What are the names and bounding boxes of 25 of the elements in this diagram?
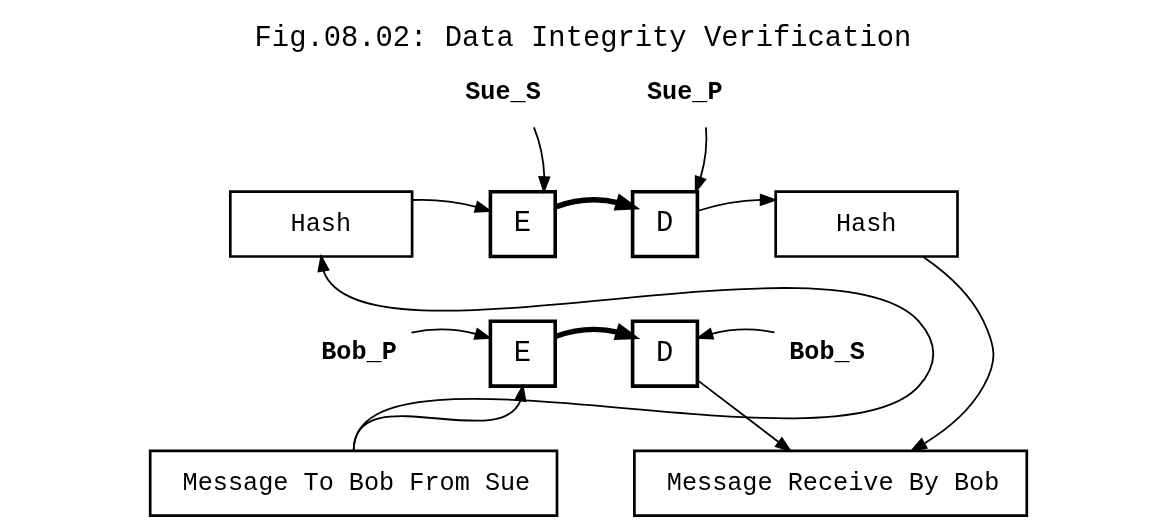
arrow [411,198,493,213]
arrow [532,126,551,195]
arrow [696,193,778,212]
diagram-title: Fig.08.02: Data Integrity Verification [254,21,911,55]
arrow [554,193,640,211]
node-text: Sue_P [646,78,723,108]
node-box: E [488,189,557,259]
arrow [554,323,640,341]
arrow [696,379,792,453]
node-text: Sue_S [464,78,541,108]
arrow [908,256,994,452]
arrow [410,327,492,340]
node-box: Message Receive By Bob [632,449,1028,518]
node-box: E [488,319,557,388]
arrow [352,383,527,452]
arrow [316,253,934,452]
node-text: Bob_S [788,337,865,367]
node-box: Hash [773,190,959,258]
node-box: D [630,319,699,388]
node-text: Bob_P [320,337,397,367]
node-box: D [630,189,699,259]
arrow [694,327,775,340]
arrow [694,126,707,195]
node-box: Message To Bob From Sue [148,449,558,518]
node-box: Hash [228,190,413,258]
